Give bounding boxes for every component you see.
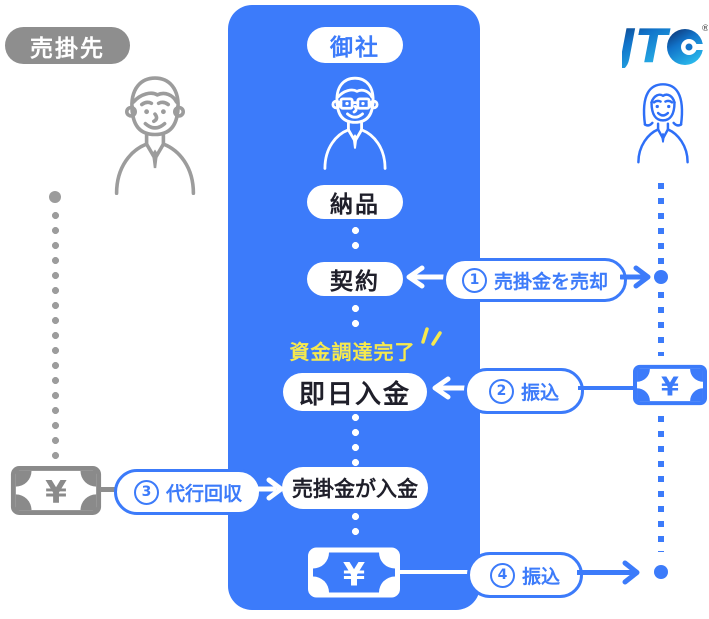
yen-symbol: ¥ bbox=[45, 475, 67, 511]
circled-number-3: 3 bbox=[133, 479, 159, 505]
jtc-logo: JT ® bbox=[622, 20, 708, 68]
dotted-line bbox=[352, 227, 359, 249]
arrow-left-icon bbox=[406, 265, 444, 289]
yen-symbol: ¥ bbox=[661, 372, 679, 402]
businessman-glasses-icon bbox=[323, 76, 387, 170]
flow-pill-1: 1 売掛金を売却 bbox=[443, 258, 627, 302]
step-pill-contract: 契約 bbox=[307, 262, 403, 296]
step-receivables-label: 売掛金が入金 bbox=[292, 477, 418, 501]
flow-pill-4: 4 振込 bbox=[467, 552, 583, 598]
flow-label-2: 振込 bbox=[520, 381, 559, 404]
dotted-line bbox=[658, 416, 664, 552]
yen-banknote-icon-white: ¥ bbox=[308, 547, 400, 598]
arrow-left-icon bbox=[432, 376, 466, 400]
dotted-line bbox=[352, 305, 359, 327]
registered-mark: ® bbox=[701, 24, 708, 34]
dotted-line bbox=[52, 212, 59, 462]
step-pill-same-day-deposit: 即日入金 bbox=[283, 373, 427, 411]
junction-dot bbox=[654, 270, 668, 284]
company-label-pill: 御社 bbox=[307, 27, 403, 63]
step-pill-receivables-deposit: 売掛金が入金 bbox=[282, 467, 428, 509]
businessman-icon bbox=[114, 76, 196, 195]
junction-dot bbox=[654, 565, 668, 579]
yen-symbol: ¥ bbox=[343, 556, 365, 594]
circled-number-1: 1 bbox=[461, 267, 487, 293]
dotted-line bbox=[658, 292, 664, 356]
flow-pill-3: 3 代行回収 bbox=[114, 469, 262, 515]
funding-complete-label: 資金調達完了 bbox=[289, 339, 416, 364]
dotted-line bbox=[352, 513, 359, 535]
connector-line bbox=[398, 570, 468, 574]
dotted-line bbox=[352, 414, 359, 466]
dotted-line bbox=[658, 183, 664, 265]
step-delivery-label: 納品 bbox=[330, 192, 380, 218]
step-contract-label: 契約 bbox=[330, 269, 380, 295]
step-same-day-label: 即日入金 bbox=[298, 379, 411, 410]
client-label: 売掛先 bbox=[30, 35, 105, 62]
flow-label-3: 代行回収 bbox=[165, 482, 242, 505]
circled-number-4: 4 bbox=[489, 562, 515, 588]
step-pill-delivery: 納品 bbox=[307, 185, 403, 219]
flow-label-1: 売掛金を売却 bbox=[493, 270, 608, 293]
connector-line bbox=[100, 487, 116, 492]
businesswoman-icon bbox=[637, 83, 689, 164]
yen-banknote-icon-blue: ¥ bbox=[633, 364, 707, 406]
jtc-logo-jt: JT bbox=[622, 20, 671, 68]
sparkle-icon bbox=[421, 327, 442, 346]
flow-pill-2: 2 振込 bbox=[464, 368, 584, 414]
arrow-right-icon bbox=[256, 477, 284, 501]
yen-banknote-icon-gray: ¥ bbox=[10, 466, 102, 515]
arrow-right-icon bbox=[620, 265, 651, 289]
arrow-right-icon bbox=[577, 560, 640, 585]
company-label: 御社 bbox=[330, 35, 380, 61]
circled-number-2: 2 bbox=[488, 378, 514, 404]
junction-dot bbox=[49, 191, 61, 203]
flow-label-4: 振込 bbox=[521, 565, 560, 588]
client-label-pill: 売掛先 bbox=[5, 27, 130, 64]
connector-line bbox=[578, 386, 636, 390]
